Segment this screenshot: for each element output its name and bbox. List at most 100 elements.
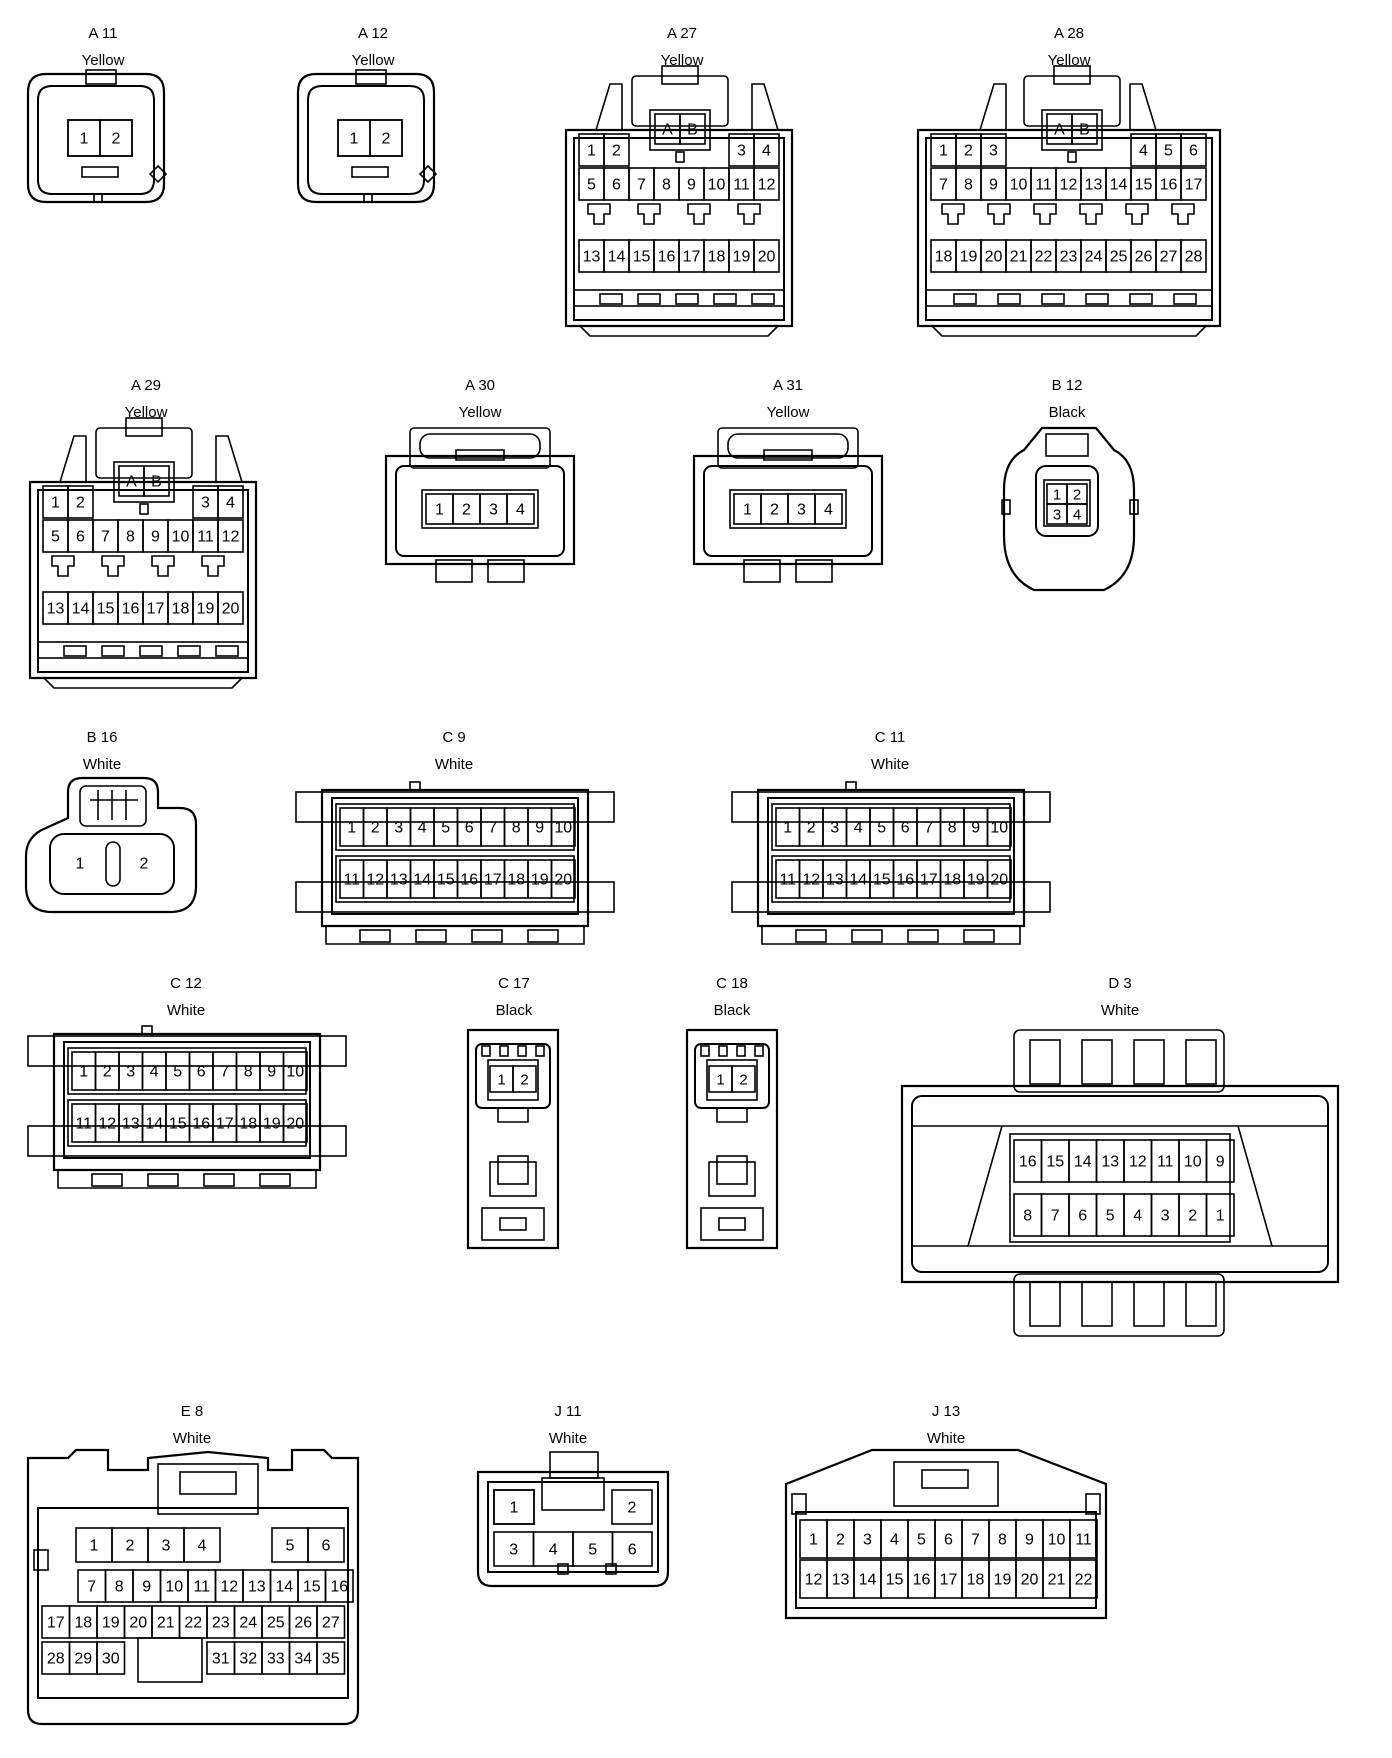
housing-outline xyxy=(1002,426,1136,592)
pin-number: 21 xyxy=(1010,249,1028,266)
housing-part xyxy=(893,1461,999,1507)
pin-number: 6 xyxy=(76,529,85,546)
pin-number: 20 xyxy=(1021,1572,1039,1589)
pin-cell xyxy=(753,239,780,273)
housing-part xyxy=(113,461,175,503)
pin-number: 20 xyxy=(990,872,1008,889)
pin-number: 1 xyxy=(79,1064,88,1081)
pin-number: 18 xyxy=(507,872,525,889)
pin-number: 9 xyxy=(1216,1154,1225,1171)
housing-outline xyxy=(26,72,166,204)
housing-part xyxy=(736,1045,746,1057)
housing-outline xyxy=(384,454,576,566)
housing-part xyxy=(1129,293,1153,305)
pin-cell xyxy=(980,133,1007,167)
pin-number: 3 xyxy=(509,1542,518,1559)
pin-number: 10 xyxy=(554,820,572,837)
housing-part xyxy=(139,503,149,515)
pin-number: 13 xyxy=(826,872,844,889)
housing-outline xyxy=(418,164,438,184)
pin-number: 6 xyxy=(612,177,621,194)
housing-part xyxy=(1129,499,1139,515)
pin-number: 24 xyxy=(239,1615,257,1632)
pin-number: 19 xyxy=(994,1572,1012,1589)
pin-number: 14 xyxy=(859,1572,877,1589)
pin-number: 14 xyxy=(275,1579,293,1596)
pin-number: 11 xyxy=(197,529,214,546)
housing-part xyxy=(147,1173,179,1187)
housing-part xyxy=(137,1637,203,1683)
connector-color: Yellow xyxy=(125,404,168,421)
housing-part xyxy=(1085,1493,1101,1515)
pin-number: 6 xyxy=(197,1064,206,1081)
housing-outline xyxy=(101,555,125,577)
housing-part xyxy=(63,645,87,657)
housing-part xyxy=(33,1549,49,1571)
housing-outline xyxy=(916,128,1222,328)
housing-part xyxy=(91,1173,123,1187)
pin-number: 5 xyxy=(441,820,450,837)
pin-number: 11 xyxy=(779,872,796,889)
pin-cell xyxy=(603,133,630,167)
pin-cell xyxy=(316,1605,346,1639)
housing-part xyxy=(921,1469,969,1489)
housing-part xyxy=(259,1173,291,1187)
connector-id: J 13 xyxy=(932,1403,960,1420)
pin-cell xyxy=(217,591,244,625)
pin-number: 1 xyxy=(939,143,948,160)
housing-outline xyxy=(587,203,611,225)
connector-color: White xyxy=(927,1430,965,1447)
pin-number: 3 xyxy=(989,143,998,160)
housing-part xyxy=(67,1099,307,1147)
housing-part xyxy=(1067,151,1077,163)
connector-color: Yellow xyxy=(82,52,125,69)
housing-part xyxy=(743,559,781,583)
pin-number: 17 xyxy=(683,249,701,266)
housing-part xyxy=(487,1481,659,1573)
pin-number: 25 xyxy=(267,1615,285,1632)
housing-outline xyxy=(476,1470,670,1588)
housing-part xyxy=(355,69,387,85)
housing-outline xyxy=(57,1170,317,1189)
housing-part xyxy=(541,1477,605,1511)
housing-part xyxy=(1029,1039,1061,1085)
pin-number: 18 xyxy=(74,1615,92,1632)
pin-number: 4 xyxy=(516,502,525,519)
housing-part xyxy=(157,1463,259,1515)
housing-part xyxy=(605,1563,617,1575)
pin-number: 19 xyxy=(197,601,215,618)
housing-part xyxy=(37,1507,349,1699)
housing-part xyxy=(409,427,551,469)
housing-part xyxy=(729,489,847,529)
housing-outline xyxy=(43,677,243,689)
pin-number: 9 xyxy=(687,177,696,194)
pin-number: 5 xyxy=(173,1064,182,1081)
pin-number: 28 xyxy=(47,1651,65,1668)
housing-part xyxy=(907,929,939,943)
pin-number: 23 xyxy=(1060,249,1078,266)
pin-number: 13 xyxy=(1085,177,1103,194)
pin-number: 1 xyxy=(716,1072,724,1089)
housing-outline xyxy=(692,454,884,566)
housing-outline xyxy=(52,1032,322,1172)
housing-part xyxy=(1185,1039,1217,1085)
housing-part xyxy=(751,293,775,305)
connector-id: C 18 xyxy=(716,975,748,992)
housing-part xyxy=(63,1041,311,1159)
pin-number: 3 xyxy=(162,1538,171,1555)
housing-part xyxy=(953,293,977,305)
pin-number: 30 xyxy=(102,1651,120,1668)
pin-number: 9 xyxy=(267,1064,276,1081)
pin-number: 2 xyxy=(126,1538,135,1555)
pin-number: 5 xyxy=(587,177,596,194)
housing-part xyxy=(727,433,849,459)
